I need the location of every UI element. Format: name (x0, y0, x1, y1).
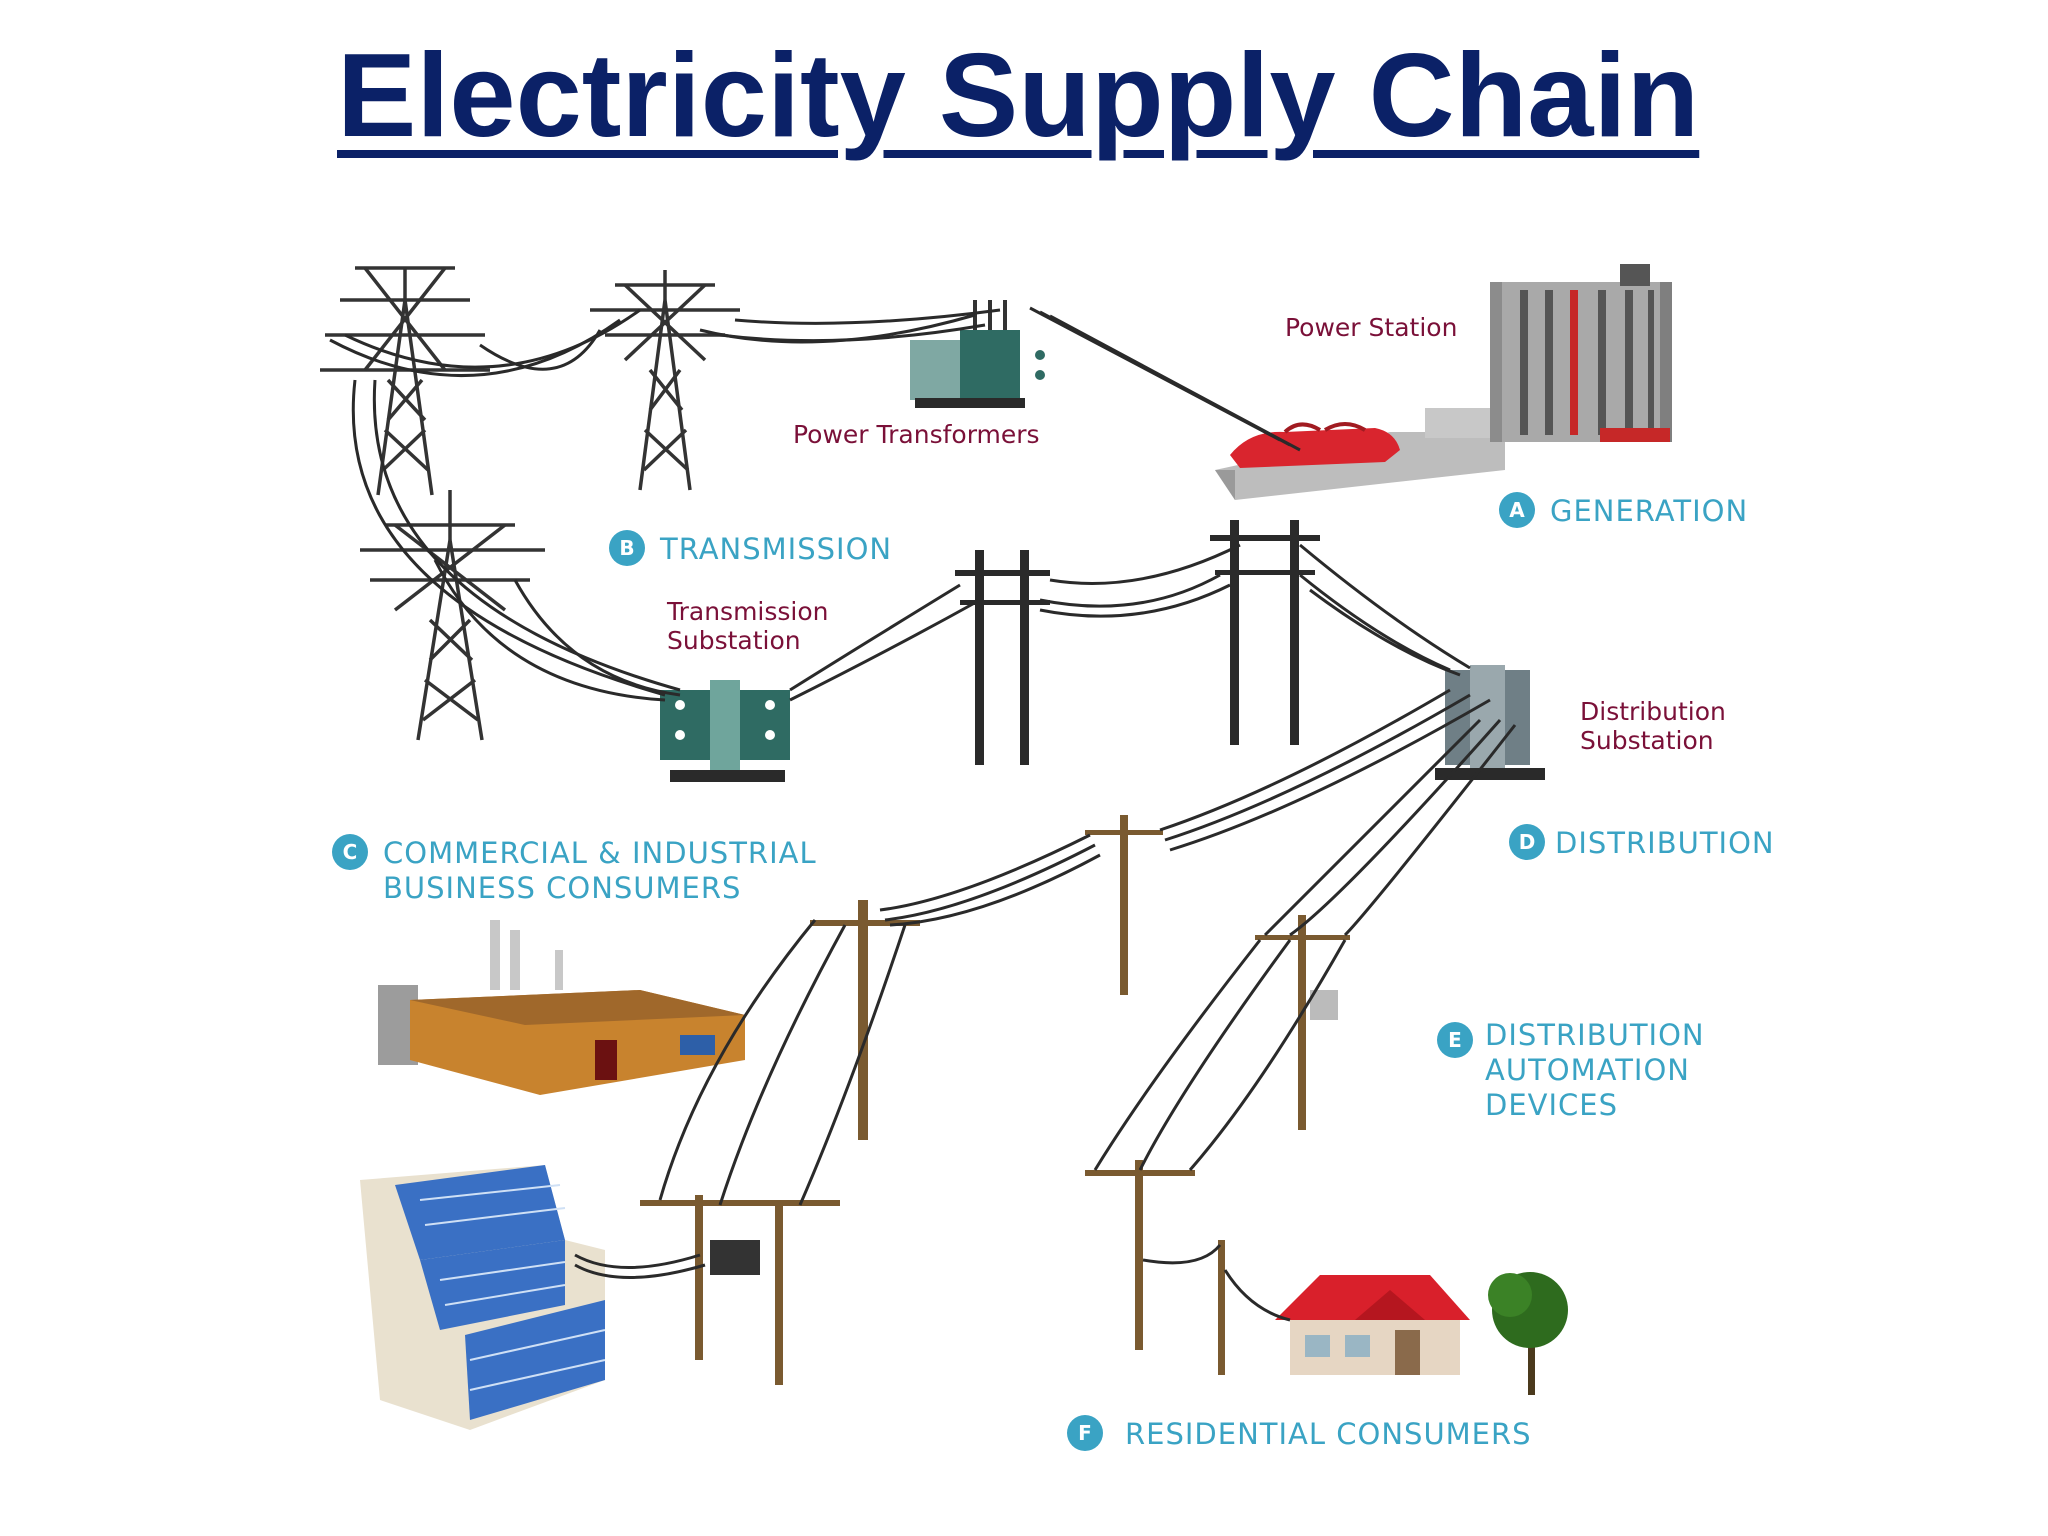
stage-badge-e (1437, 1022, 1473, 1058)
power-transformer-illustration (910, 300, 1045, 408)
distribution-substation-label-line2: Substation (1580, 726, 1714, 755)
factory-illustration (378, 920, 745, 1095)
stage-badge-b (609, 530, 645, 566)
stage-label-commercial-line1: COMMERCIAL & INDUSTRIAL (383, 836, 817, 870)
stage-letter-e: E (1448, 1028, 1462, 1052)
stage-letter-f: F (1078, 1421, 1092, 1445)
stage-label-commercial-line2: BUSINESS CONSUMERS (383, 871, 741, 905)
distribution-substation-label-line1: Distribution (1580, 697, 1726, 726)
stage-label-residential: RESIDENTIAL CONSUMERS (1125, 1417, 1532, 1451)
transmission-tower-3 (360, 490, 545, 741)
stage-label-generation: GENERATION (1550, 494, 1748, 528)
stage-automation: E DISTRIBUTION AUTOMATION DEVICES (1437, 1018, 1705, 1122)
power-lines (329, 306, 1517, 1322)
stage-residential: F RESIDENTIAL CONSUMERS (1067, 1415, 1532, 1451)
transmission-tower-1 (320, 266, 490, 496)
tree-illustration (1488, 1272, 1568, 1395)
transmission-poles (955, 520, 1320, 765)
stage-transmission: B TRANSMISSION (609, 530, 892, 566)
stage-label-automation-line2: AUTOMATION (1485, 1053, 1690, 1087)
stage-distribution: D DISTRIBUTION (1509, 824, 1775, 860)
stage-generation: A GENERATION (1499, 492, 1748, 528)
stage-commercial: C COMMERCIAL & INDUSTRIAL BUSINESS CONSU… (332, 834, 817, 905)
house-illustration (1275, 1275, 1470, 1375)
transmission-substation-label-line1: Transmission (666, 597, 829, 626)
page-title: Electricity Supply Chain (337, 29, 1700, 162)
stage-badge-f (1067, 1415, 1103, 1451)
distribution-poles (640, 815, 1350, 1385)
power-station-illustration (1215, 264, 1672, 500)
stage-letter-a: A (1509, 498, 1525, 522)
stage-label-distribution: DISTRIBUTION (1555, 826, 1775, 860)
transmission-substation-illustration (660, 680, 790, 782)
stage-badge-a (1499, 492, 1535, 528)
office-building-illustration (360, 1165, 606, 1430)
stage-badge-d (1509, 824, 1545, 860)
power-transformers-label: Power Transformers (793, 420, 1040, 449)
stage-label-automation-line3: DEVICES (1485, 1088, 1618, 1122)
stage-badge-c (332, 834, 368, 870)
stage-letter-c: C (343, 840, 358, 864)
transmission-substation-label-line2: Substation (667, 626, 801, 655)
power-station-label: Power Station (1285, 313, 1457, 342)
transmission-tower-2 (590, 270, 740, 491)
stage-label-transmission: TRANSMISSION (659, 532, 892, 566)
stage-letter-b: B (619, 536, 634, 560)
stage-label-automation-line1: DISTRIBUTION (1485, 1018, 1705, 1052)
distribution-substation-illustration (1435, 665, 1545, 780)
stage-letter-d: D (1519, 830, 1536, 854)
